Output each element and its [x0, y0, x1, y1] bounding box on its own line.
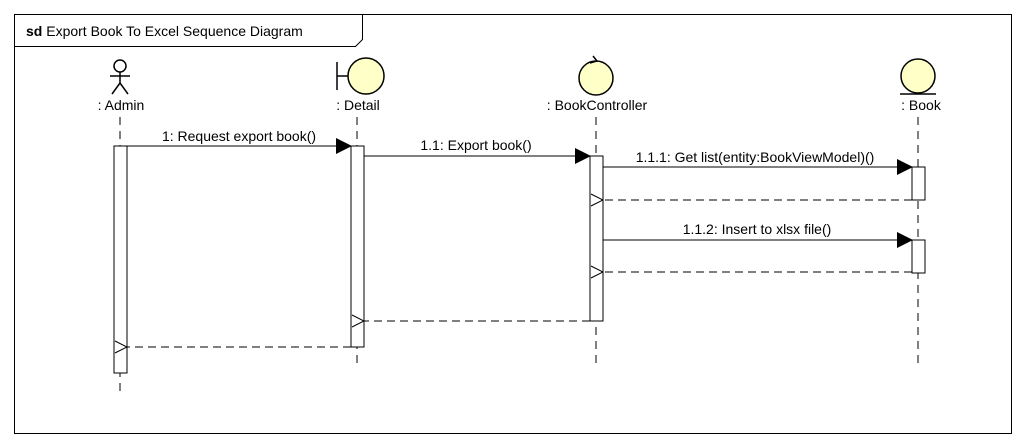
- lifeline-label-book: : Book: [901, 97, 942, 113]
- activation-bar-controller: [589, 155, 604, 322]
- frame-keyword: sd: [26, 23, 42, 39]
- lifeline-admin: : Admin: [98, 59, 145, 394]
- lifeline-label-controller: : BookController: [547, 97, 648, 113]
- frame-title: sd Export Book To Excel Sequence Diagram: [26, 23, 303, 39]
- frame-title-tab: [14, 14, 363, 47]
- lifeline-detail: : Detail: [336, 57, 385, 366]
- actor-icon: [110, 59, 130, 95]
- lifeline-controller: : BookController: [547, 55, 648, 366]
- message-label: 1.1.1: Get list(entity:BookViewModel)(): [636, 149, 875, 165]
- frame-border: [14, 14, 1012, 434]
- lifeline-label-detail: : Detail: [336, 97, 380, 113]
- activation-bar-detail: [350, 145, 365, 348]
- frame-title-text: Export Book To Excel Sequence Diagram: [46, 23, 303, 39]
- message-label: 1: Request export book(): [162, 128, 316, 144]
- boundary-icon: [336, 57, 385, 95]
- lifeline-label-admin: : Admin: [98, 97, 145, 113]
- activation-bar-admin: [113, 145, 128, 374]
- message-export-book: 1.1: Export book(): [364, 137, 591, 164]
- message-insert-xlsx: 1.1.2: Insert to xlsx file(): [603, 221, 913, 248]
- message-request-export: 1: Request export book(): [127, 128, 352, 154]
- lifeline-book: : Book: [900, 58, 942, 366]
- activation-bar-book-2: [911, 239, 926, 274]
- diagram-frame: sd Export Book To Excel Sequence Diagram: [14, 14, 1012, 434]
- message-label: 1.1: Export book(): [420, 137, 531, 153]
- entity-icon: [900, 58, 936, 95]
- activation-bar-book-1: [911, 166, 926, 201]
- message-get-list: 1.1.1: Get list(entity:BookViewModel)(): [603, 149, 913, 175]
- control-icon: [578, 55, 614, 96]
- message-label: 1.1.2: Insert to xlsx file(): [683, 221, 832, 237]
